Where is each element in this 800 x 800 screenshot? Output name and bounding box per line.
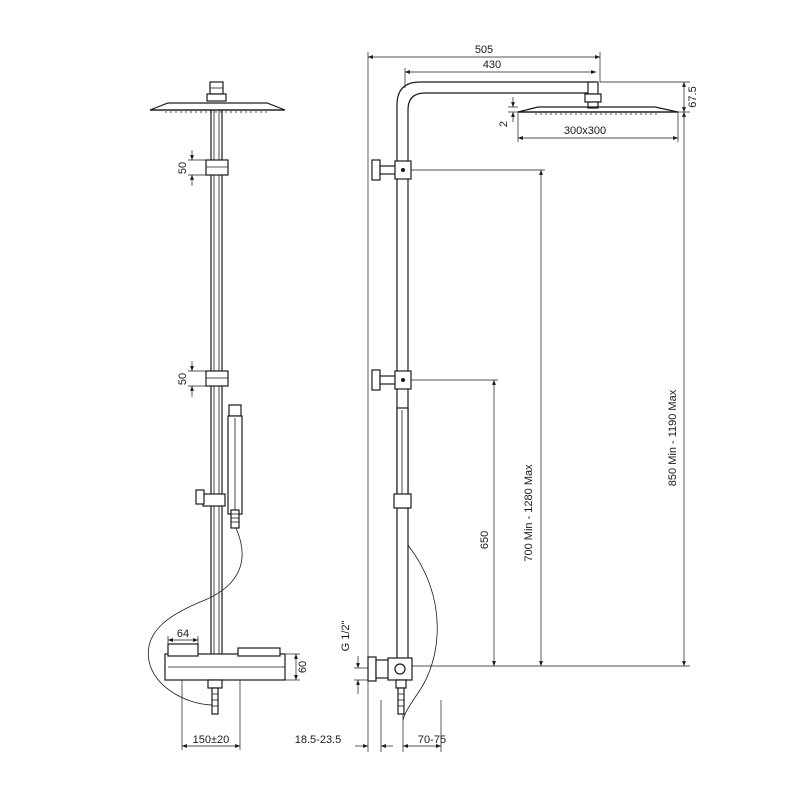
side-head-height-label: 67.5 [687,86,699,107]
front-view: 50 50 [147,81,309,750]
front-middle-bracket: 50 [177,361,229,397]
side-view: 505 430 67.5 2 30 [295,44,699,752]
side-head-thickness-label: 2 [498,121,510,127]
side-hand-shower [393,407,412,509]
side-column-height-label: 700 Min - 1280 Max [523,464,535,562]
side-upper-bracket [371,159,545,181]
front-upper-bracket: 50 [177,150,229,186]
side-head-size-label: 300x300 [564,125,606,137]
front-centres-label: 150±20 [193,734,230,746]
front-mixer-height-label: 60 [297,661,309,673]
side-wall-offset-label: 18.5-23.5 [295,734,341,746]
front-mixer: 64 60 150±20 [164,628,309,750]
front-shower-head [149,81,286,113]
side-arm-reach-label: 430 [483,59,501,71]
side-total-reach-label: 505 [475,44,493,56]
side-shower-head [517,106,679,115]
front-hose [147,527,243,706]
front-bracket-top-label: 50 [177,162,189,174]
front-bracket-mid-label: 50 [177,373,189,385]
side-inlet-label: G 1/2" [340,621,352,652]
side-middle-bracket [371,369,498,391]
side-mixer-depth-label: 70-75 [418,734,446,746]
side-hose [402,544,438,721]
side-bracket-spacing-label: 650 [479,531,491,549]
front-mixer-width-label: 64 [177,628,189,640]
side-mixer [367,656,413,715]
front-hand-shower [195,404,243,529]
side-riser-arm [396,81,602,660]
side-overall-height-label: 850 Min - 1190 Max [667,389,679,486]
